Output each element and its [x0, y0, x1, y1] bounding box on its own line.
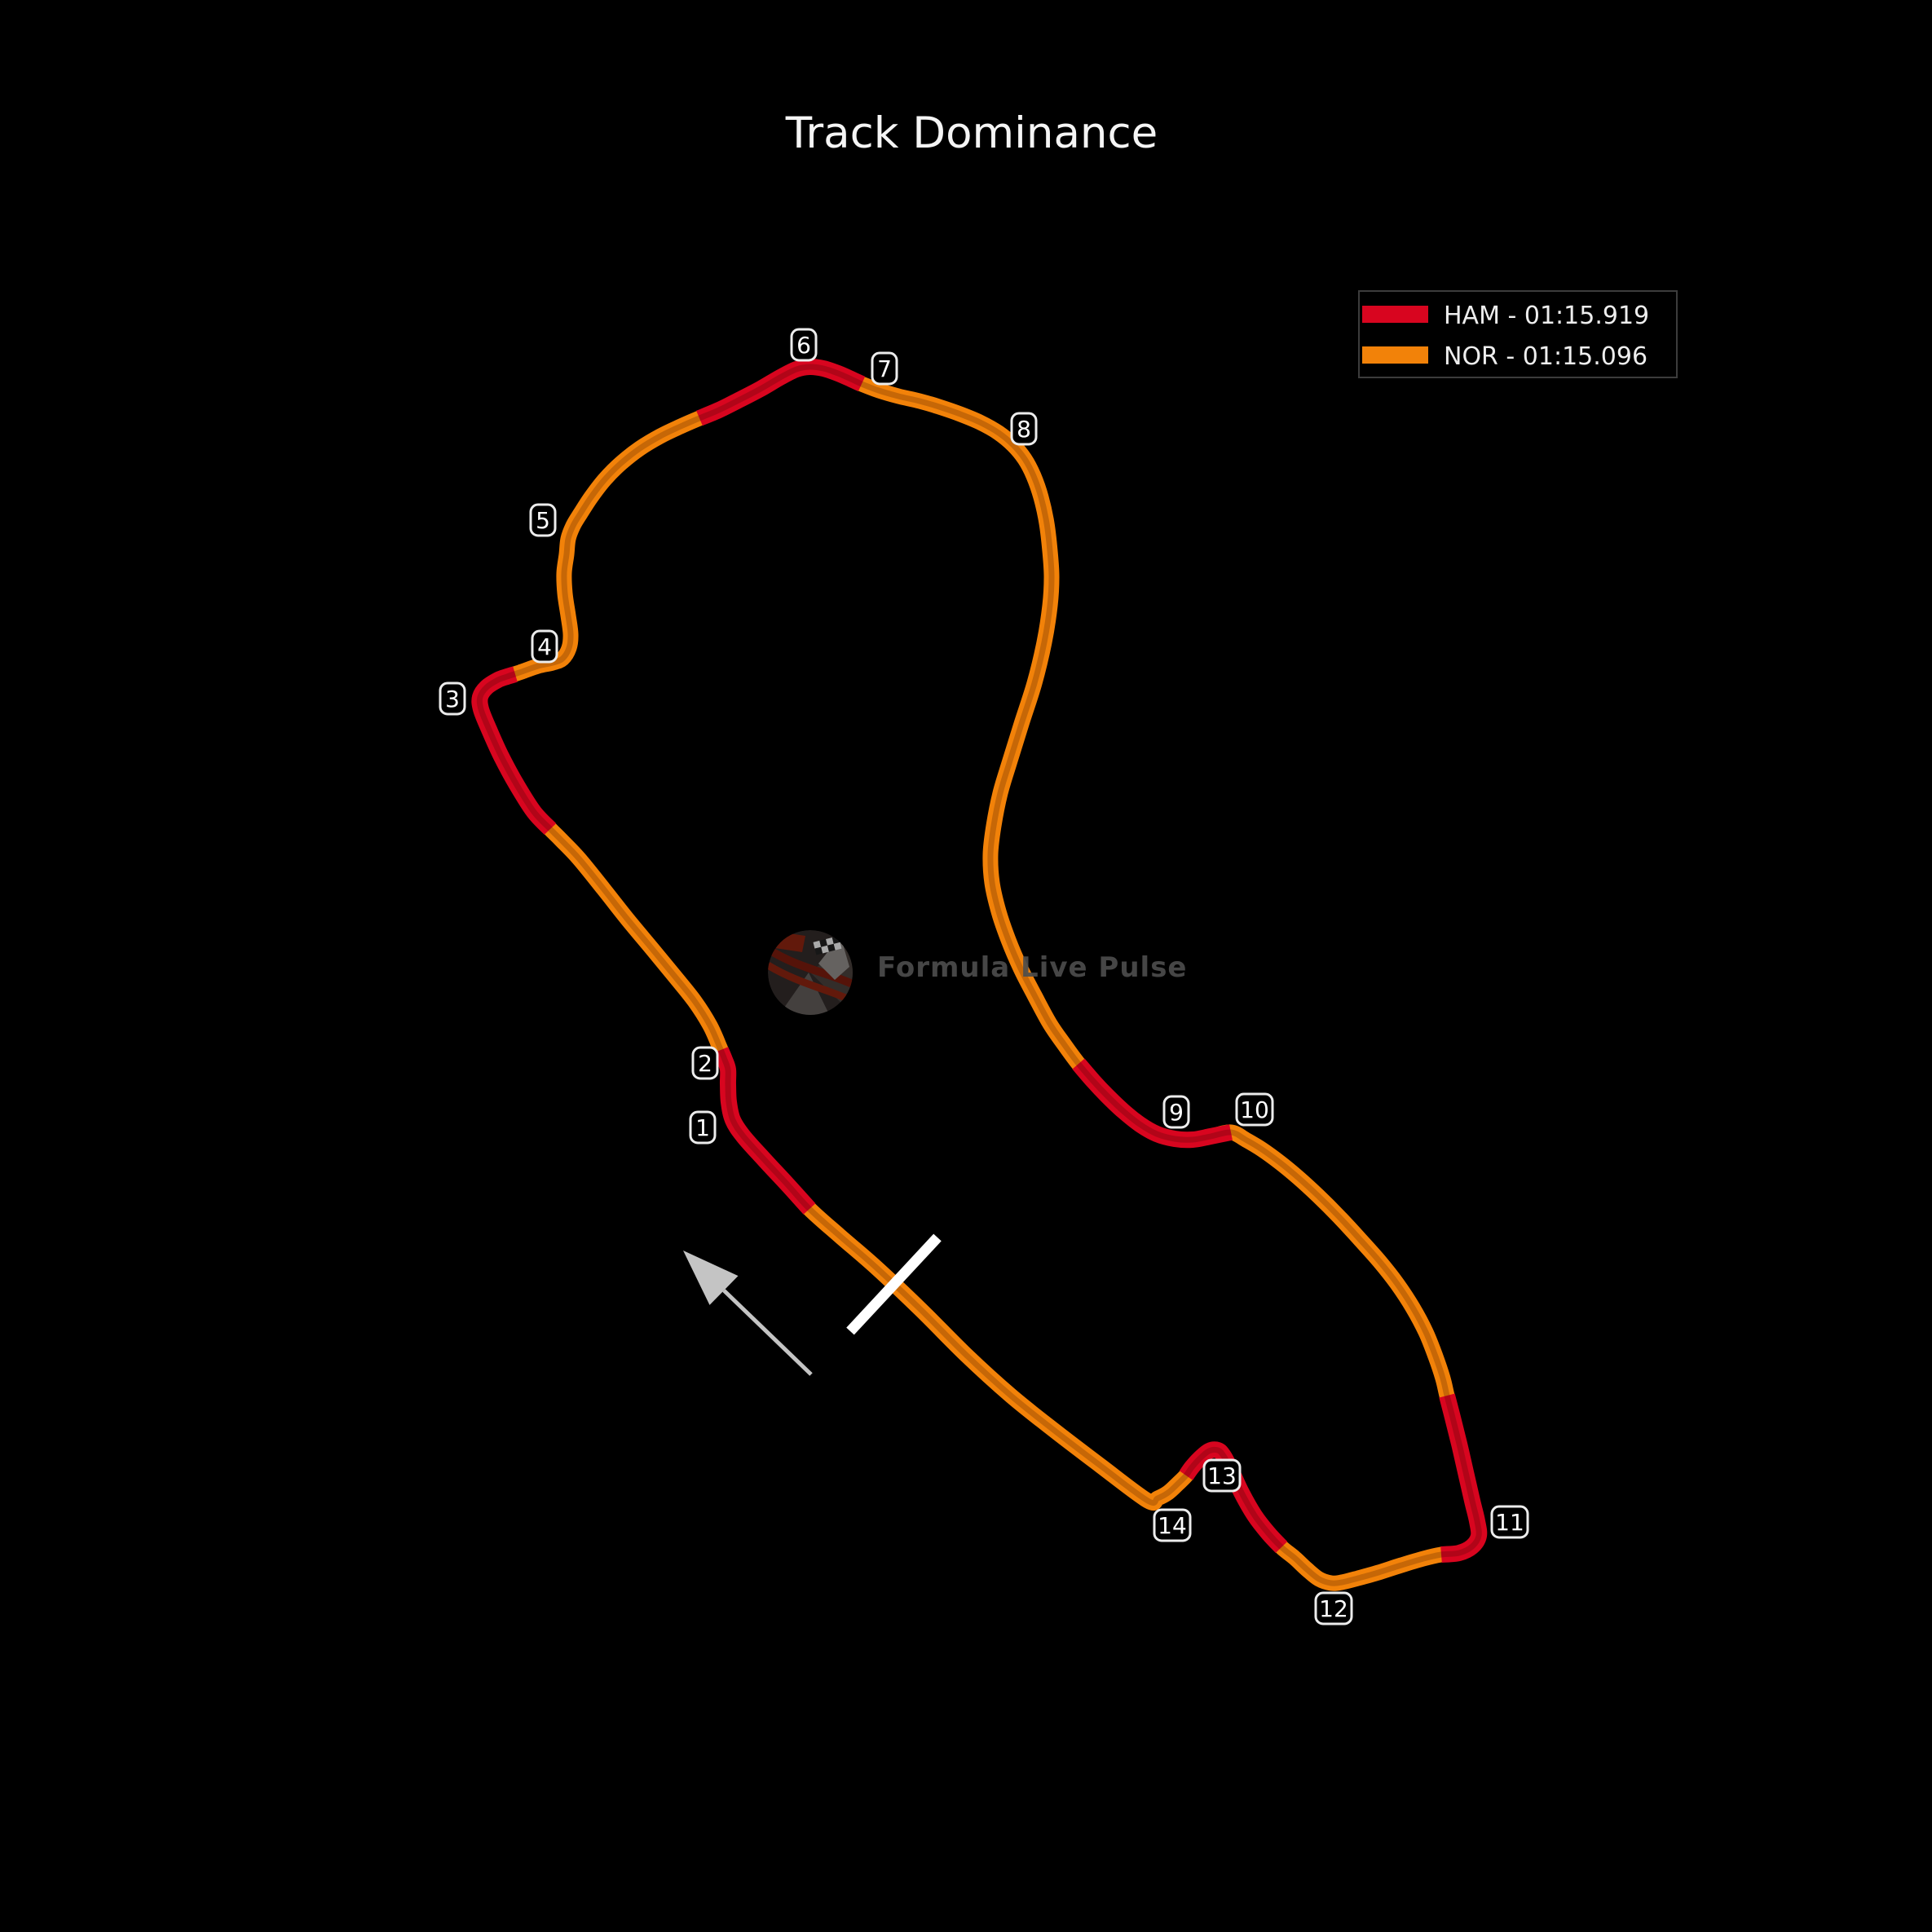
track-segment-ham-1: [712, 1047, 816, 1215]
corner-label-number: 1: [695, 1114, 710, 1141]
corner-label-4: 4: [531, 629, 558, 664]
corner-label-box: [1490, 1505, 1529, 1539]
corner-label-box: [790, 328, 818, 362]
corner-label-number: 13: [1207, 1462, 1237, 1489]
corner-label-box: [1314, 1591, 1353, 1625]
corner-label-number: 12: [1319, 1595, 1348, 1622]
corner-label-box: [1010, 412, 1038, 446]
track-segment-ham-3: [696, 358, 866, 426]
corner-label-box: [439, 681, 466, 716]
corner-label-box: [529, 503, 557, 537]
corner-label-number: 11: [1495, 1509, 1524, 1536]
corner-label-14: 14: [1153, 1508, 1192, 1542]
corner-label-number: 9: [1169, 1099, 1184, 1126]
corner-label-number: 6: [796, 332, 811, 359]
page-title: Track Dominance: [785, 108, 1158, 158]
corner-label-number: 7: [877, 355, 892, 382]
track-extras: [683, 1233, 942, 1376]
legend: HAM - 01:15.919 NOR - 01:15.096: [1358, 290, 1678, 378]
corner-label-2: 2: [691, 1046, 719, 1080]
track-segment-ham-5: [1439, 1393, 1488, 1563]
corner-label-1: 1: [689, 1110, 717, 1145]
track-map: [471, 358, 1488, 1591]
corner-label-box: [1235, 1092, 1274, 1127]
corner-label-5: 5: [529, 503, 557, 537]
track-centerline-sheen: [476, 364, 1482, 1586]
track-segment-ham-6: [1179, 1441, 1288, 1553]
watermark-logo-icon: [768, 930, 853, 1015]
legend-label-nor: NOR - 01:15.096: [1444, 342, 1647, 371]
legend-swatch-ham: [1362, 306, 1428, 323]
corner-label-7: 7: [871, 351, 898, 386]
corner-label-number: 2: [698, 1050, 712, 1077]
corner-label-8: 8: [1010, 412, 1038, 446]
corner-label-10: 10: [1235, 1092, 1274, 1127]
corner-label-12: 12: [1314, 1591, 1353, 1625]
corner-label-box: [1202, 1458, 1242, 1493]
corner-label-number: 14: [1158, 1512, 1187, 1539]
corner-label-9: 9: [1162, 1095, 1190, 1129]
corner-label-number: 8: [1017, 416, 1031, 443]
corner-label-6: 6: [790, 328, 818, 362]
legend-label-ham: HAM - 01:15.919: [1444, 302, 1649, 330]
corner-label-box: [1153, 1508, 1192, 1542]
direction-arrow-shaft: [722, 1289, 813, 1376]
corner-label-3: 3: [439, 681, 466, 716]
corner-label-box: [691, 1046, 719, 1080]
direction-arrow-head-icon: [683, 1251, 739, 1305]
corner-label-box: [1162, 1095, 1190, 1129]
corner-label-number: 5: [536, 507, 550, 534]
corner-label-number: 10: [1240, 1096, 1269, 1123]
checkered-flag-icon: [813, 936, 842, 955]
watermark: Formula Live Pulse: [768, 930, 1188, 1015]
start-finish-line: [846, 1233, 942, 1335]
corner-label-box: [689, 1110, 717, 1145]
corner-label-box: [871, 351, 898, 386]
corner-label-11: 11: [1490, 1505, 1529, 1539]
corner-label-number: 4: [537, 633, 552, 660]
legend-swatch-nor: [1362, 346, 1428, 364]
track-segment-ham-2: [471, 666, 557, 836]
corner-label-number: 3: [445, 686, 460, 712]
track-segment-ham-4: [1072, 1058, 1233, 1149]
watermark-text: Formula Live Pulse: [877, 951, 1188, 984]
corner-label-box: [531, 629, 558, 664]
corner-label-13: 13: [1202, 1458, 1242, 1493]
